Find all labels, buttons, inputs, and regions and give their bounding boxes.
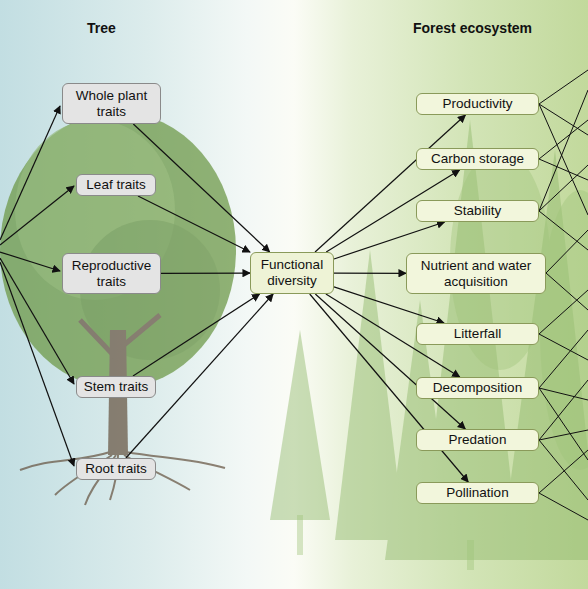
function-box: Litterfall — [416, 323, 539, 345]
trait-box: Root traits — [76, 458, 156, 480]
function-box: Pollination — [416, 482, 539, 504]
function-box: Predation — [416, 429, 539, 451]
function-box: Carbon storage — [416, 148, 539, 170]
trait-box: Leaf traits — [76, 174, 156, 196]
trait-box: Reproductive traits — [62, 253, 161, 294]
node-text: Pollination — [446, 485, 508, 501]
node-text: Leaf traits — [86, 177, 145, 193]
node-text: Stem traits — [84, 379, 149, 395]
trait-box: Stem traits — [76, 376, 156, 398]
section-heading: Tree — [87, 20, 116, 36]
node-text: Decomposition — [433, 380, 522, 396]
node-text: Carbon storage — [431, 151, 524, 167]
section-heading: Forest ecosystem — [413, 20, 532, 36]
arrow-connector — [138, 196, 250, 252]
arrow-connector — [315, 294, 465, 429]
node-text: Nutrient and water acquisition — [411, 258, 541, 290]
arrow-connector — [133, 294, 260, 376]
node-text: Functional diversity — [255, 257, 329, 289]
function-box: Decomposition — [416, 377, 539, 399]
node-text: Root traits — [85, 461, 147, 477]
function-box: Productivity — [416, 93, 539, 115]
arrow-connector — [315, 115, 465, 252]
node-text: Predation — [449, 432, 507, 448]
arrow-connector — [161, 273, 250, 274]
node-text: Litterfall — [454, 326, 501, 342]
function-box: Stability — [416, 200, 539, 222]
node-text: Stability — [454, 203, 501, 219]
node-text: Productivity — [443, 96, 513, 112]
trait-box: Whole plant traits — [62, 83, 161, 124]
node-text: Whole plant traits — [67, 88, 156, 120]
hub-box: Functional diversity — [250, 252, 334, 294]
arrow-connector — [334, 273, 406, 274]
function-box: Nutrient and water acquisition — [406, 253, 546, 294]
node-text: Reproductive traits — [67, 258, 156, 290]
